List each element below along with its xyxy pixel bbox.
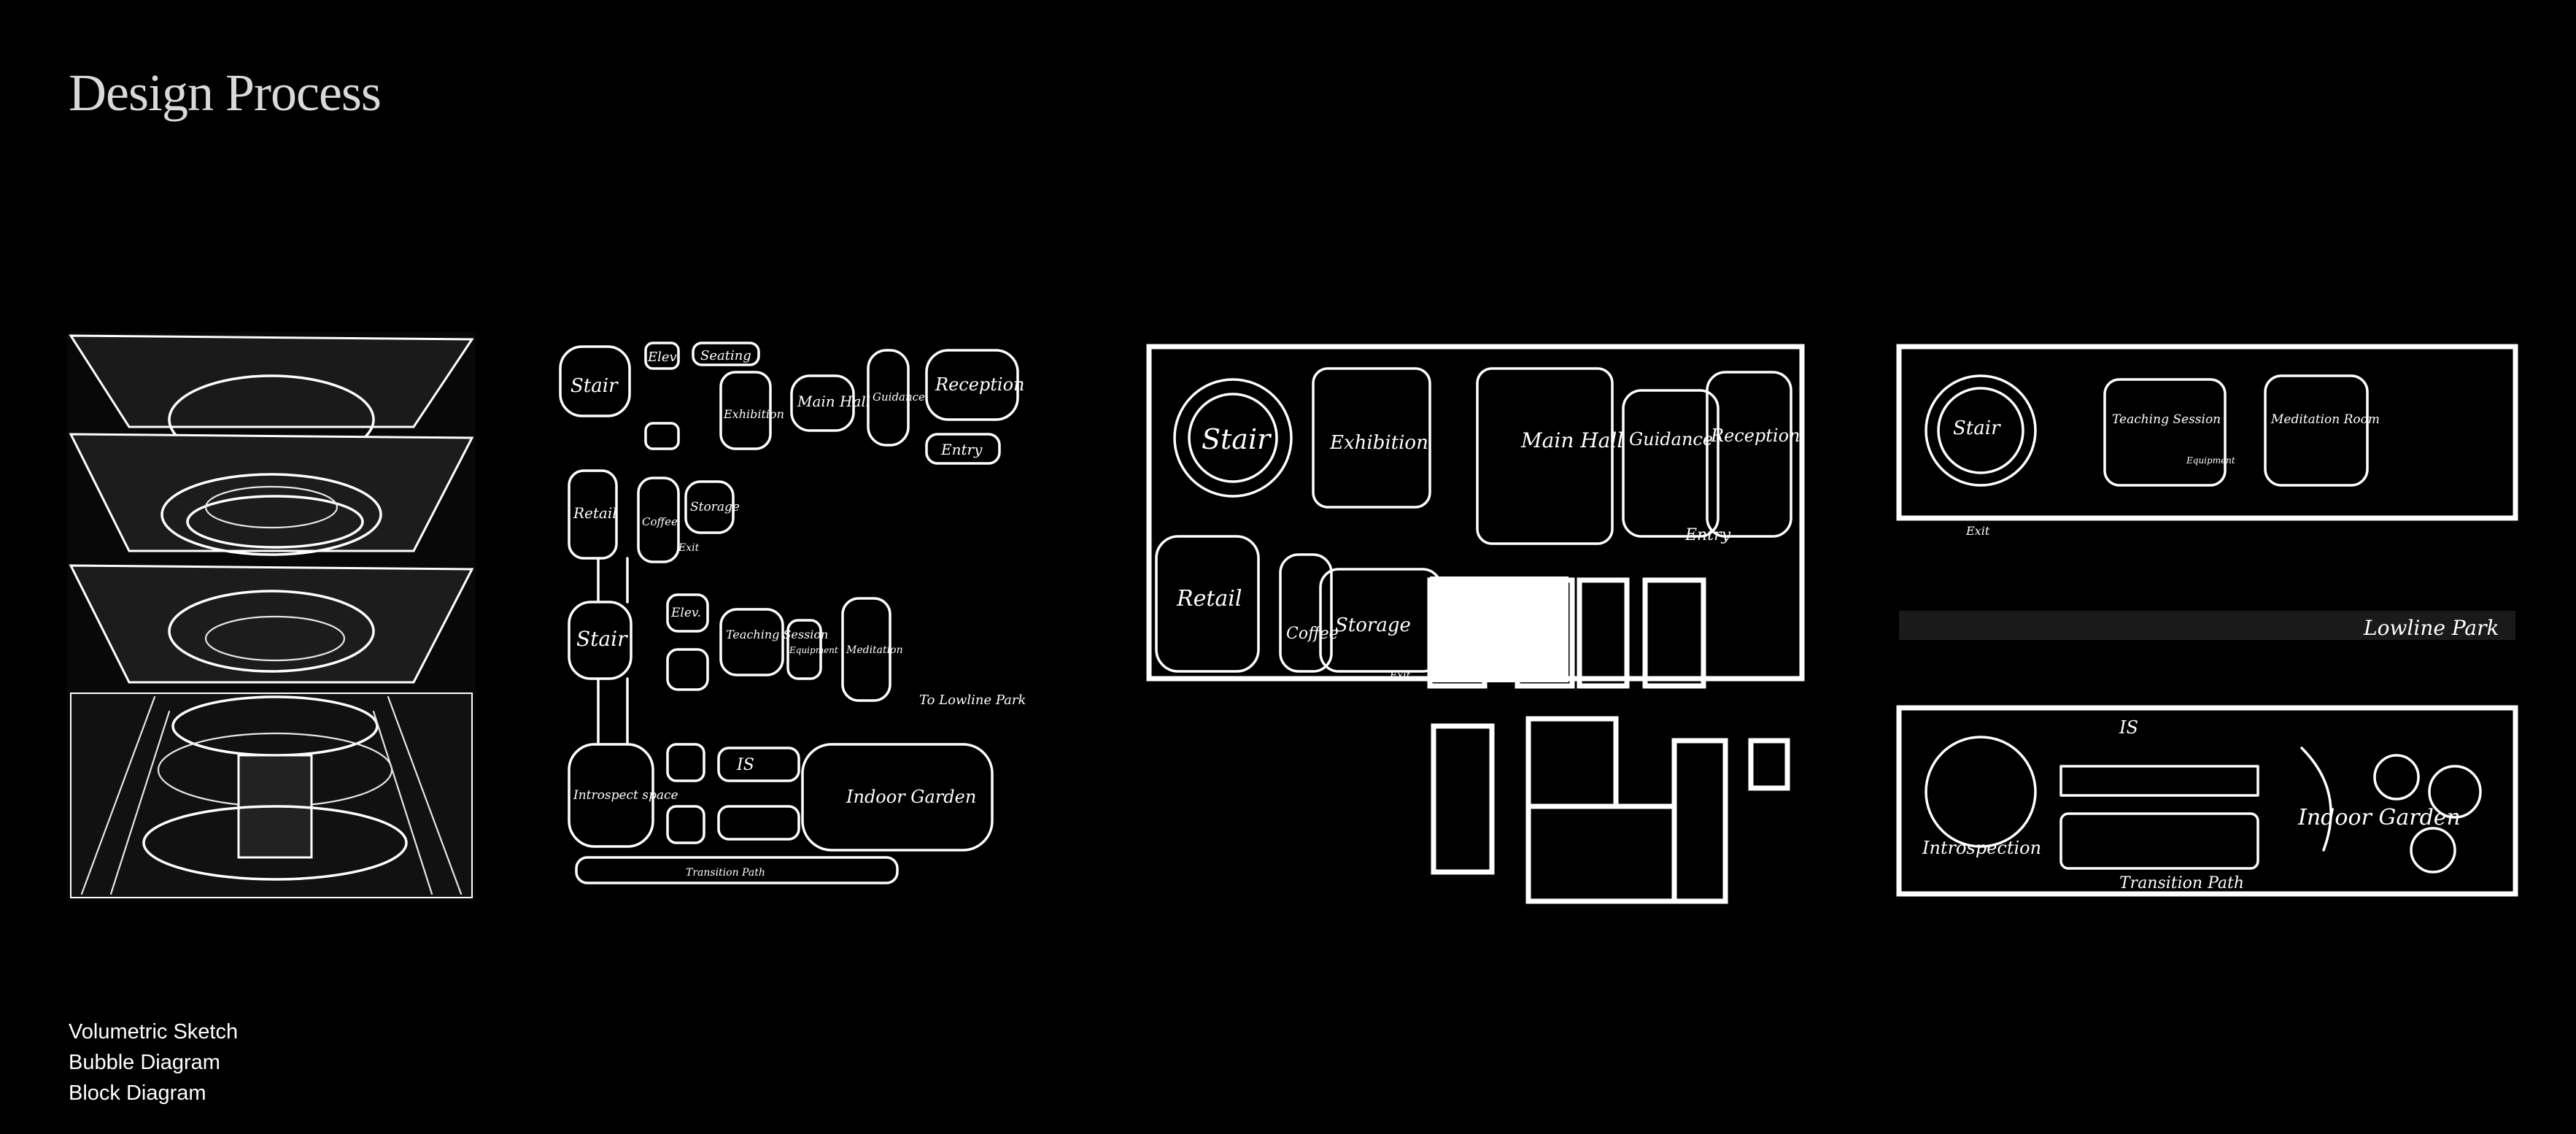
legend: Volumetric Sketch Bubble Diagram Block D…: [69, 1017, 238, 1108]
block2-label-indoor-garden: Indoor Garden: [2297, 805, 2461, 830]
bubble-label-transition-path: Transition Path: [686, 867, 765, 879]
legend-item-block-diagram: Block Diagram: [69, 1081, 206, 1105]
bubble-label-exit: Exit: [678, 542, 700, 554]
block1-label-exhibition: Exhibition: [1329, 432, 1428, 454]
block1-label-storage: Storage: [1335, 614, 1411, 636]
block2-label-meditation-room: Meditation Room: [2270, 412, 2380, 427]
bubble-label-main-hall: Main Hall: [797, 393, 870, 410]
block1-label-coffee: Coffee: [1286, 625, 1339, 643]
bubble-label-entry: Entry: [940, 441, 983, 458]
bubble-label-retail: Retail: [573, 504, 617, 522]
bubble-label-indoor-garden: Indoor Garden: [846, 787, 976, 807]
bubble-label-elev-2: Elev.: [670, 606, 701, 620]
block2-label-stair: Stair: [1953, 417, 2001, 439]
bubble-label-coffee: Coffee: [642, 515, 678, 528]
bubble-diagram: Stair Elev Seating Exhibition Main Hall …: [559, 342, 1026, 884]
block2-label-teaching-session: Teaching Session: [2112, 412, 2221, 427]
block2-label-equipment: Equipment: [2186, 455, 2235, 466]
block-diagram-ground: Stair Exhibition Main Hall Guidance Rece…: [1146, 344, 1805, 904]
page-title: Design Process: [69, 63, 382, 122]
bubble-label-stair-2: Stair: [576, 627, 628, 651]
legend-item-volumetric-sketch: Volumetric Sketch: [69, 1020, 239, 1044]
bubble-label-elev: Elev: [647, 350, 677, 365]
block1-label-exit: Exit: [1389, 670, 1411, 682]
block1-label-guidance: Guidance: [1629, 429, 1713, 450]
block1-label-stair: Stair: [1202, 423, 1272, 455]
bubble-label-equipment: Equipment: [789, 645, 838, 655]
block2-label-is: IS: [2119, 717, 2138, 738]
bubble-label-seating: Seating: [700, 348, 751, 363]
block1-label-main-hall: Main Hall: [1520, 428, 1623, 452]
bubble-label-is: IS: [736, 756, 754, 774]
legend-item-bubble-diagram: Bubble Diagram: [69, 1051, 220, 1074]
block1-label-retail: Retail: [1176, 586, 1242, 612]
block1-label-reception: Reception: [1710, 425, 1801, 446]
block2-label-transition-path: Transition Path: [2119, 874, 2244, 892]
bubble-label-teaching-session: Teaching Session: [726, 628, 828, 641]
block1-label-entry: Entry: [1685, 526, 1731, 544]
bubble-label-storage: Storage: [690, 500, 740, 514]
volumetric-sketch: [67, 332, 476, 901]
bubble-label-exhibition: Exhibition: [723, 407, 784, 421]
bubble-label-lowline-park: To Lowline Park: [919, 693, 1026, 708]
bubble-label-guidance: Guidance: [873, 390, 925, 404]
block2-label-introspection: Introspection: [1922, 838, 2041, 858]
block-diagram-upper: Stair Teaching Session Equipment Meditat…: [1896, 344, 2518, 897]
bubble-label-stair: Stair: [570, 375, 619, 397]
bubble-label-meditation: Meditation: [846, 644, 903, 656]
block2-label-exit: Exit: [1965, 524, 1990, 538]
bubble-label-introspect-space: Introspect space: [573, 788, 678, 803]
bubble-label-reception: Reception: [935, 374, 1025, 395]
block2-label-lowline-park: Lowline Park: [2363, 616, 2499, 640]
